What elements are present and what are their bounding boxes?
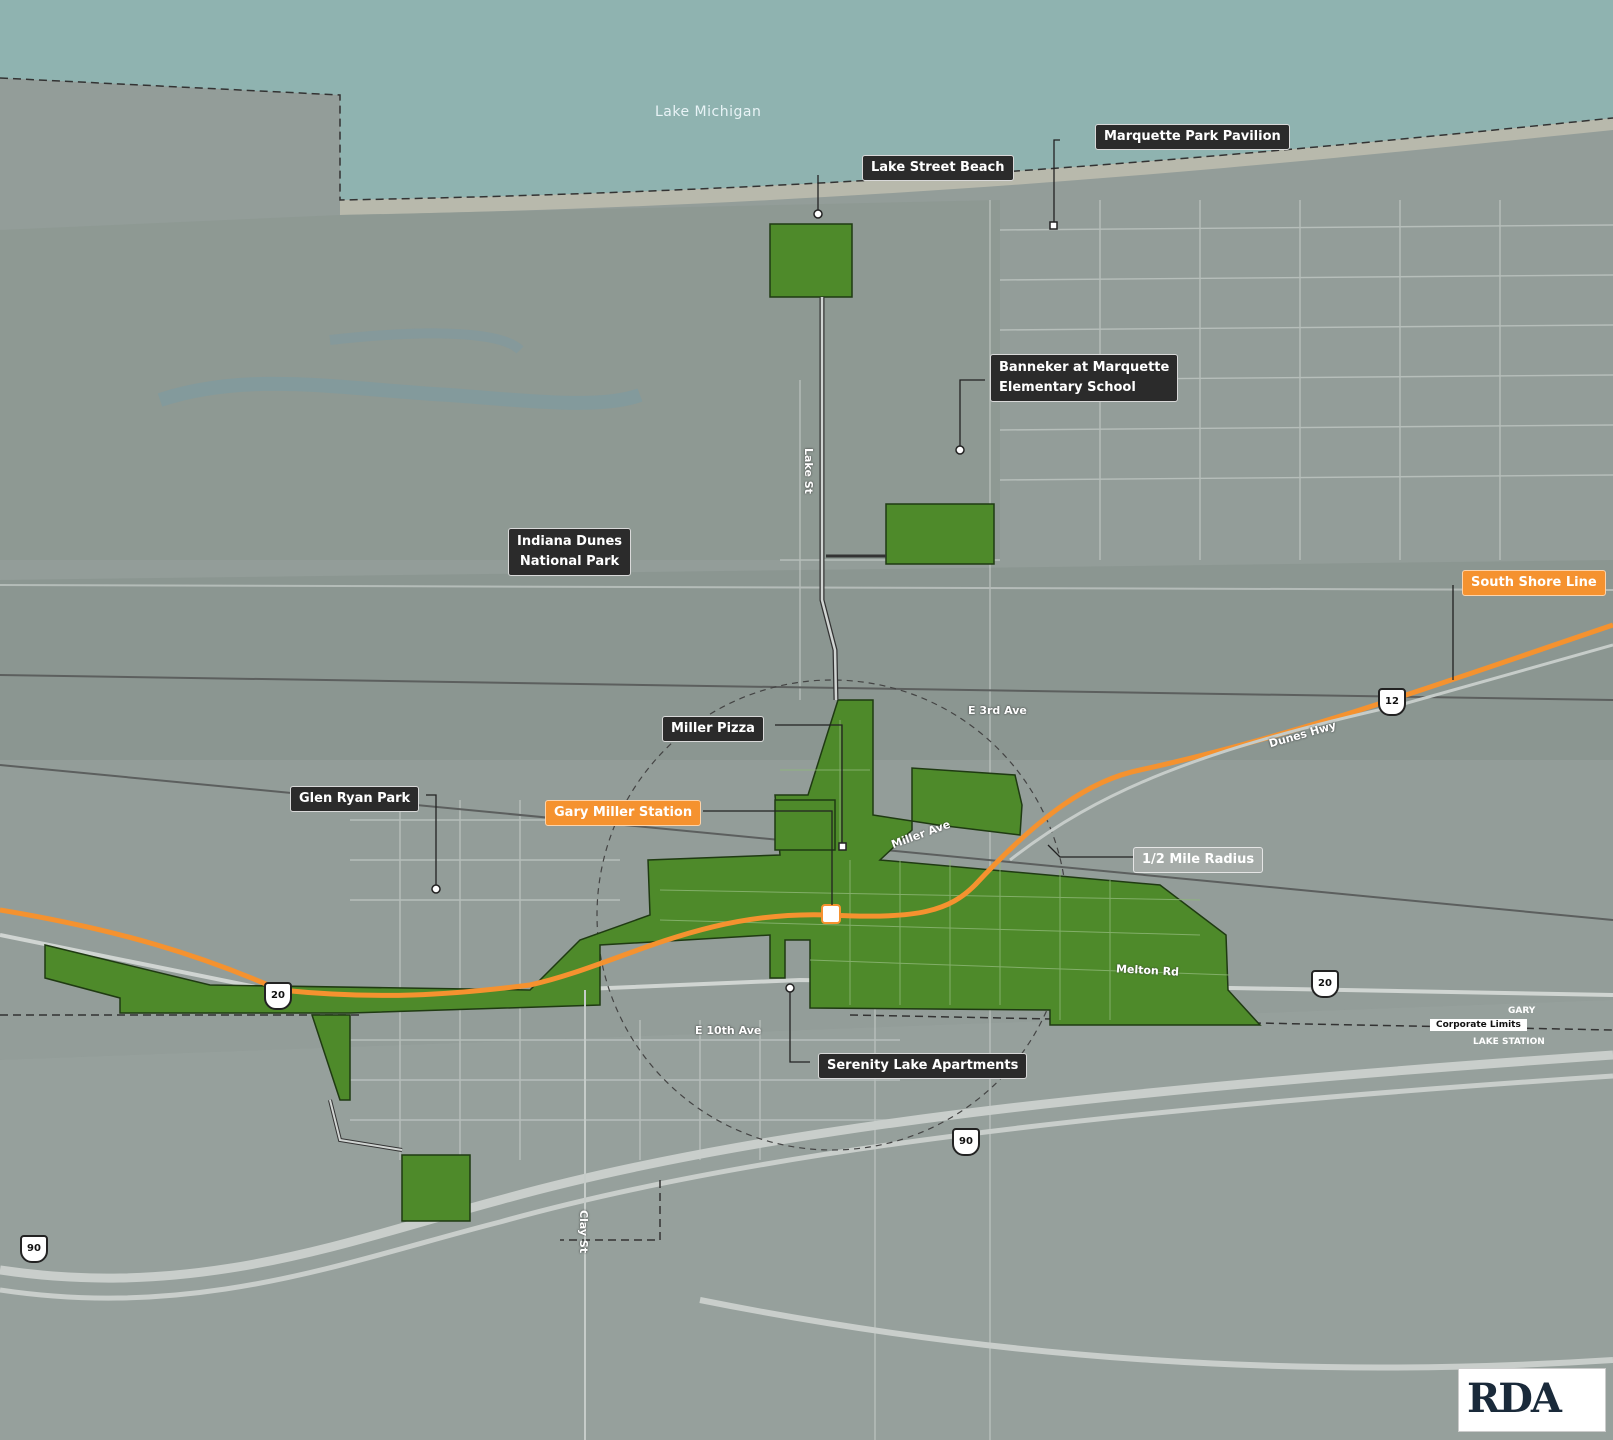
us-12-shield: 12 bbox=[1378, 688, 1406, 716]
indiana-dunes-callout[interactable]: Indiana Dunes National Park bbox=[508, 528, 632, 576]
rda-logo: RDA bbox=[1458, 1368, 1606, 1432]
marquette-park-pavilion-callout[interactable]: Marquette Park Pavilion bbox=[1095, 124, 1290, 150]
glen-ryan-park-callout[interactable]: Glen Ryan Park bbox=[290, 786, 420, 812]
river-branch bbox=[329, 328, 524, 354]
corporate-limits-label: Corporate Limits bbox=[1430, 1019, 1527, 1031]
south-strip bbox=[310, 1014, 351, 1101]
dunes-hwy-road bbox=[1009, 643, 1613, 862]
station-marker bbox=[821, 904, 841, 924]
southwest-park-area bbox=[401, 1154, 471, 1222]
southern-fields bbox=[0, 1000, 1613, 1440]
interstate-90-lane bbox=[0, 1073, 1613, 1301]
miller-pizza-callout[interactable]: Miller Pizza bbox=[662, 716, 764, 742]
i-90-shield-west: 90 bbox=[20, 1235, 48, 1263]
gary-city-label: GARY bbox=[1508, 1006, 1536, 1016]
lake-station-label: LAKE STATION bbox=[1473, 1037, 1545, 1047]
river bbox=[157, 376, 643, 410]
corporate-limit-north bbox=[0, 77, 1613, 201]
beach-strip bbox=[340, 118, 1613, 215]
rail-track-north bbox=[0, 674, 1613, 701]
rda-logo-text: RDA bbox=[1467, 1375, 1562, 1422]
e-10th-ave-label: E 10th Ave bbox=[695, 1024, 762, 1037]
us-20-shield-west: 20 bbox=[264, 982, 292, 1010]
i-90-shield-center: 90 bbox=[952, 1128, 980, 1156]
lake-st-connector bbox=[820, 297, 838, 701]
interstate-90 bbox=[0, 1050, 1613, 1283]
tod-grid bbox=[659, 720, 1231, 1020]
tod-areas bbox=[44, 223, 1262, 1222]
lake-michigan-label: Lake Michigan bbox=[655, 104, 762, 120]
leader-lines bbox=[426, 139, 1454, 1063]
banneker-school-callout[interactable]: Banneker at Marquette Elementary School bbox=[990, 354, 1179, 402]
lake-street-beach-area bbox=[769, 223, 853, 298]
serenity-lake-apartments-callout[interactable]: Serenity Lake Apartments bbox=[818, 1053, 1028, 1079]
e-3rd-ave-label: E 3rd Ave bbox=[968, 704, 1027, 717]
wooded-corridor bbox=[0, 560, 1613, 760]
banneker-area bbox=[885, 503, 995, 565]
lake-michigan-water bbox=[0, 0, 1613, 200]
south-shore-line-callout[interactable]: South Shore Line bbox=[1462, 570, 1606, 596]
tollway-south bbox=[699, 1297, 1613, 1371]
tod-core-area bbox=[44, 699, 1262, 1026]
clay-st-label: Clay St bbox=[577, 1210, 590, 1254]
dunes-forest bbox=[0, 200, 1000, 560]
south-connector bbox=[329, 1099, 403, 1151]
lake-street-beach-callout[interactable]: Lake Street Beach bbox=[862, 155, 1014, 181]
half-mile-radius-callout[interactable]: 1/2 Mile Radius bbox=[1133, 847, 1264, 873]
leader-endpoints bbox=[431, 209, 1058, 993]
gary-miller-station-callout[interactable]: Gary Miller Station bbox=[545, 800, 702, 826]
miller-pizza-block bbox=[774, 799, 836, 851]
lake-st-label: Lake St bbox=[802, 448, 815, 494]
us-20-shield-east: 20 bbox=[1311, 970, 1339, 998]
